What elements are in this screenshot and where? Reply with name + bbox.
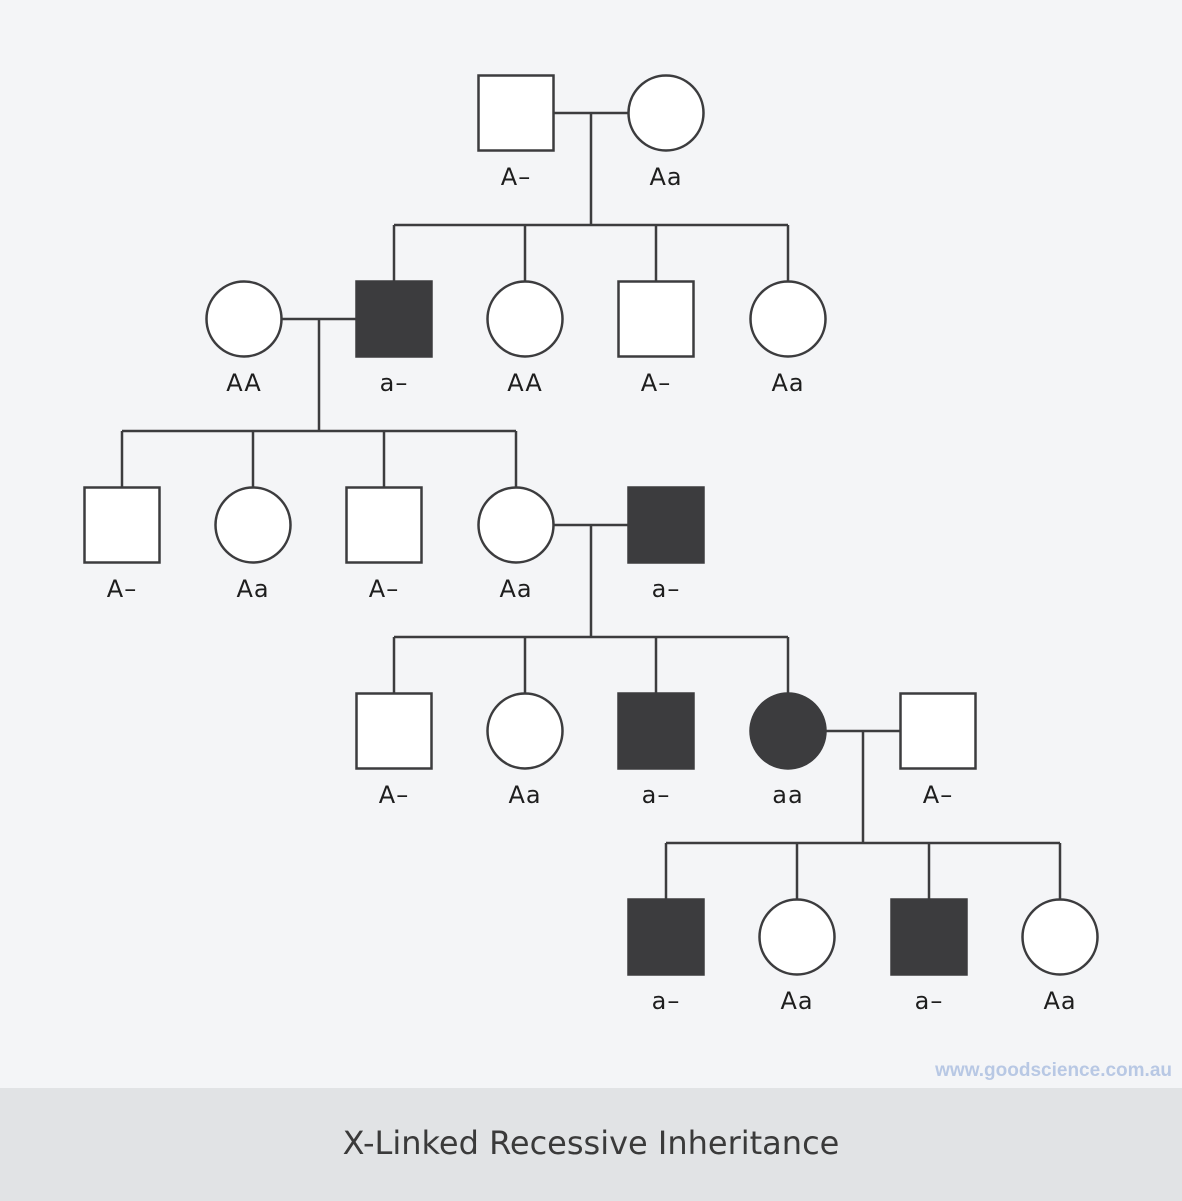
genotype-label: aa <box>772 781 804 809</box>
unaffected-male-square <box>345 486 423 564</box>
genotype-label: a– <box>651 987 681 1015</box>
genotype-label: a– <box>651 575 681 603</box>
unaffected-female-circle <box>1021 898 1099 976</box>
figure-title: X-Linked Recessive Inheritance <box>342 1124 840 1162</box>
unaffected-male-square <box>477 74 555 152</box>
genotype-label: Aa <box>499 575 533 603</box>
affected-female-circle <box>749 692 827 770</box>
genotype-label: A– <box>500 163 532 191</box>
genotype-label: A– <box>378 781 410 809</box>
genotype-label: Aa <box>508 781 542 809</box>
affected-male-square <box>627 486 705 564</box>
affected-male-square <box>890 898 968 976</box>
genotype-label: A– <box>640 369 672 397</box>
genotype-label: Aa <box>780 987 814 1015</box>
unaffected-female-circle <box>205 280 283 358</box>
unaffected-female-circle <box>758 898 836 976</box>
genotype-label: Aa <box>1043 987 1077 1015</box>
genotype-label: A– <box>922 781 954 809</box>
genotype-label: AA <box>507 369 543 397</box>
unaffected-female-circle <box>486 692 564 770</box>
unaffected-male-square <box>617 280 695 358</box>
pedigree-chart <box>83 74 1099 976</box>
footer-band: X-Linked Recessive Inheritance <box>0 1088 1182 1201</box>
genotype-label: a– <box>641 781 671 809</box>
unaffected-female-circle <box>477 486 555 564</box>
genotype-label: AA <box>226 369 262 397</box>
affected-male-square <box>355 280 433 358</box>
website-watermark: www.goodscience.com.au <box>935 1060 1172 1081</box>
genotype-label: Aa <box>236 575 270 603</box>
genotype-label: Aa <box>649 163 683 191</box>
genotype-label: A– <box>106 575 138 603</box>
genotype-label: a– <box>379 369 409 397</box>
unaffected-male-square <box>355 692 433 770</box>
unaffected-female-circle <box>214 486 292 564</box>
affected-male-square <box>617 692 695 770</box>
unaffected-male-square <box>899 692 977 770</box>
unaffected-female-circle <box>749 280 827 358</box>
genotype-label: A– <box>368 575 400 603</box>
unaffected-female-circle <box>627 74 705 152</box>
unaffected-male-square <box>83 486 161 564</box>
genotype-label: Aa <box>771 369 805 397</box>
unaffected-female-circle <box>486 280 564 358</box>
genotype-label: a– <box>914 987 944 1015</box>
affected-male-square <box>627 898 705 976</box>
